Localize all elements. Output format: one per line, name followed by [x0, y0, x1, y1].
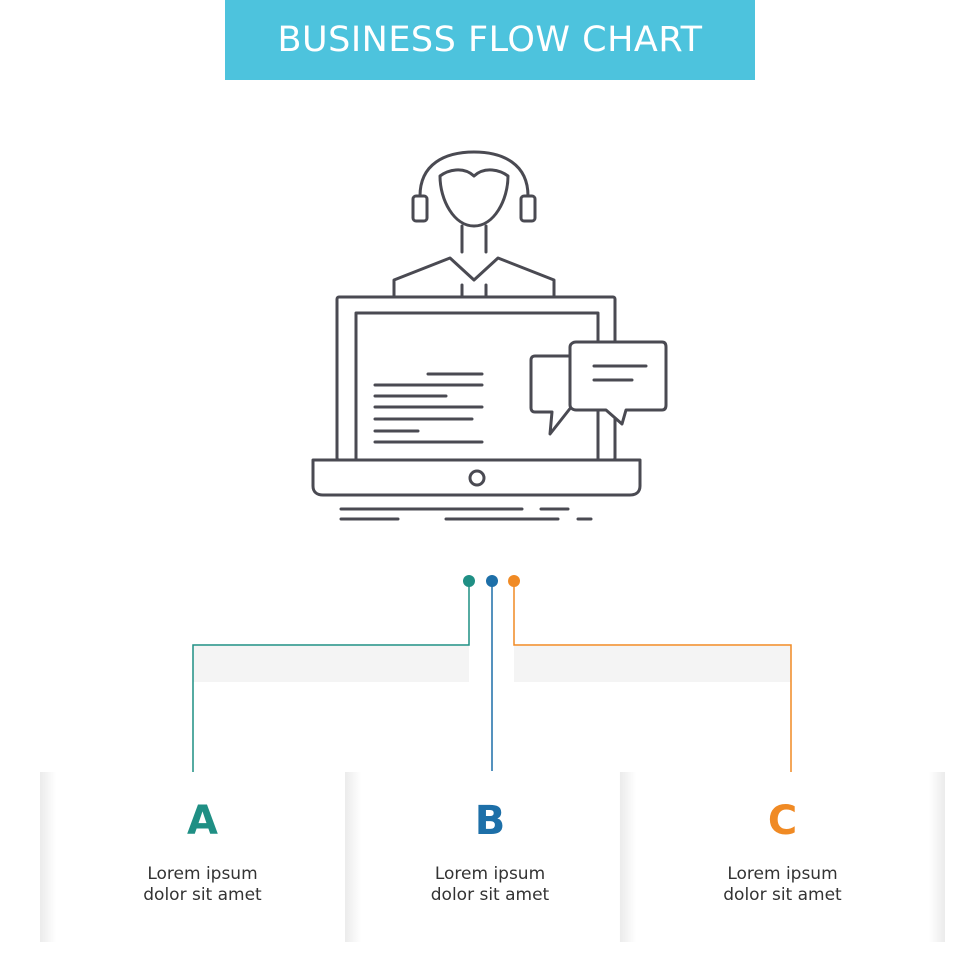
page-title: BUSINESS FLOW CHART: [277, 20, 703, 60]
step-text-c-line2: dolor sit amet: [723, 885, 842, 905]
step-card-b: B Lorem ipsum dolor sit amet: [345, 772, 635, 942]
step-text-b-line2: dolor sit amet: [430, 885, 550, 905]
step-text-b: Lorem ipsum dolor sit amet: [345, 864, 635, 906]
step-text-c-line1: Lorem ipsum: [727, 864, 838, 884]
step-text-b-line1: Lorem ipsum: [434, 864, 546, 884]
step-letter-c: C: [767, 798, 798, 844]
step-letter-b: B: [474, 798, 506, 844]
connector-line-a: [192, 581, 470, 781]
customer-support-laptop-chat-icon: [311, 150, 668, 521]
step-text-a-line1: Lorem ipsum: [147, 864, 258, 884]
step-text-c: Lorem ipsum dolor sit amet: [620, 864, 945, 906]
title-banner: BUSINESS FLOW CHART: [225, 0, 755, 80]
step-card-a: A Lorem ipsum dolor sit amet: [40, 772, 365, 942]
step-card-c: C Lorem ipsum dolor sit amet: [620, 772, 945, 942]
connector-line-c: [513, 581, 792, 781]
step-text-a: Lorem ipsum dolor sit amet: [40, 864, 365, 906]
step-letter-a: A: [187, 798, 218, 844]
step-text-a-line2: dolor sit amet: [143, 885, 262, 905]
